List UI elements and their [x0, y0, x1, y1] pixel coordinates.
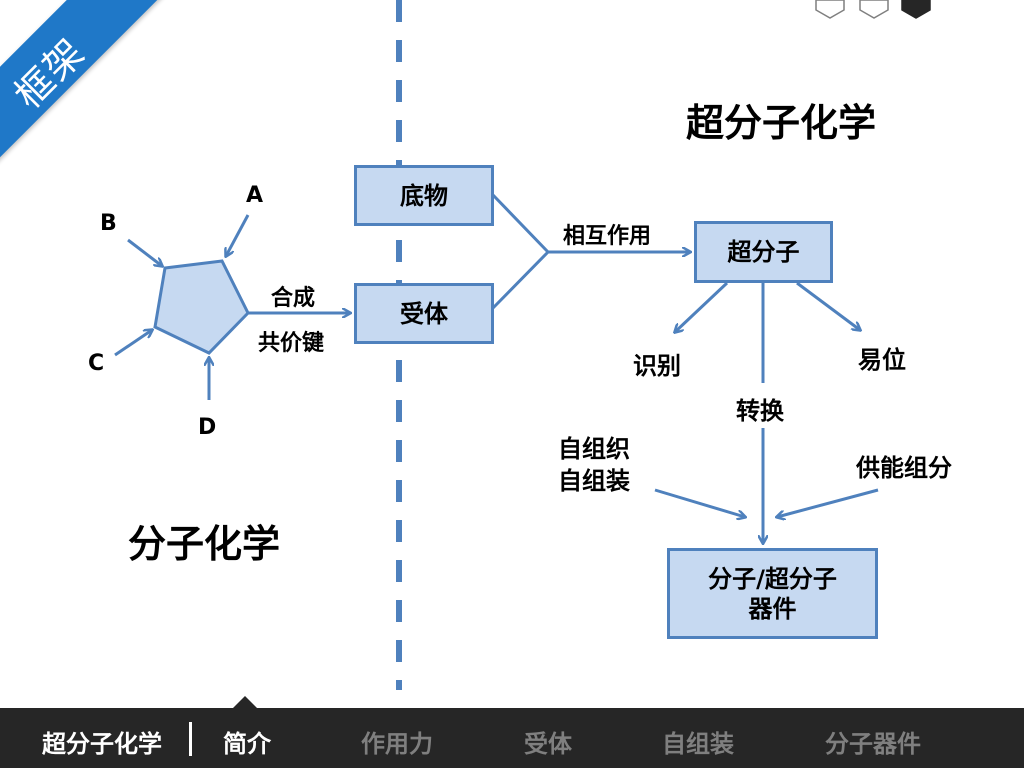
label-b: B — [100, 211, 117, 236]
box-device-label-line2: 器件 — [748, 594, 797, 623]
arrow-a — [226, 214, 250, 256]
arrow-b — [127, 238, 162, 266]
box-supramolecule: 超分子 — [694, 221, 833, 283]
label-recognition: 识别 — [633, 352, 681, 380]
page-indicator — [815, 0, 931, 19]
line-substrate-junction — [491, 193, 550, 254]
nav-item-forces[interactable]: 作用力 — [361, 730, 433, 758]
box-supramolecule-label: 超分子 — [727, 238, 800, 266]
label-synthesis: 合成 — [271, 286, 316, 311]
label-transformation: 转换 — [736, 397, 784, 425]
label-self-organize: 自组织 — [558, 435, 630, 463]
nav-item-molecular-devices[interactable]: 分子器件 — [825, 730, 921, 758]
box-receptor-label: 受体 — [400, 299, 448, 328]
arrow-c — [114, 330, 152, 357]
label-self-assemble: 自组装 — [558, 467, 630, 495]
section-divider — [396, 0, 402, 690]
line-receptor-junction — [491, 250, 550, 310]
nav-item-receptor[interactable]: 受体 — [524, 730, 572, 758]
label-d: D — [198, 415, 217, 440]
nav-item-self-assembly[interactable]: 自组装 — [662, 730, 734, 758]
label-translocation: 易位 — [858, 346, 906, 374]
nav-item-intro[interactable]: 简介 — [223, 730, 271, 758]
page-indicator-hex-2 — [859, 0, 889, 19]
heading-supramolecular-chemistry: 超分子化学 — [686, 101, 877, 145]
label-interaction: 相互作用 — [563, 224, 652, 249]
page-indicator-hex-3 — [901, 0, 931, 19]
bottom-nav-bar: 超分子化学 简介 作用力 受体 自组装 分子器件 — [0, 708, 1024, 768]
arrow-recognition — [675, 281, 729, 332]
box-receptor: 受体 — [354, 283, 494, 344]
page-indicator-hex-1 — [815, 0, 845, 19]
arrow-energy-component — [777, 488, 879, 517]
label-c: C — [88, 351, 105, 376]
nav-separator — [189, 722, 192, 756]
nav-active-marker — [233, 696, 257, 708]
label-covalent-bond: 共价键 — [258, 331, 325, 356]
molecule-pentagon — [153, 259, 250, 355]
arrow-translocation — [796, 281, 860, 330]
nav-section-title: 超分子化学 — [42, 730, 162, 758]
box-device: 分子/超分子 器件 — [667, 548, 878, 639]
label-a: A — [246, 183, 264, 208]
box-substrate-label: 底物 — [400, 181, 448, 210]
box-substrate: 底物 — [354, 165, 494, 226]
label-energy-component: 供能组分 — [856, 454, 952, 482]
box-device-label-line1: 分子/超分子 — [708, 564, 837, 593]
heading-molecular-chemistry: 分子化学 — [128, 522, 281, 566]
arrow-self-assembly — [654, 488, 745, 517]
